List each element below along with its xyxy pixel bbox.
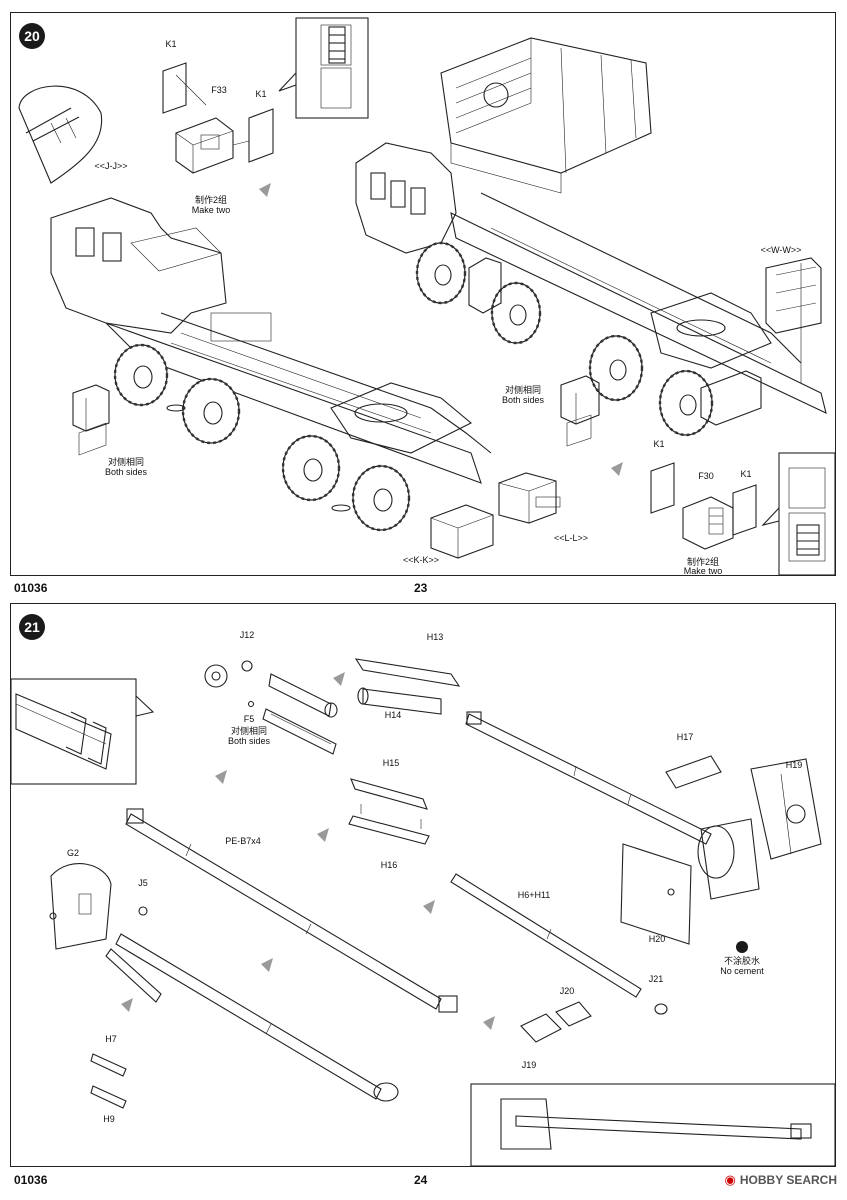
no-cement-en: No cement bbox=[720, 966, 764, 976]
page-code: 01036 bbox=[14, 1173, 48, 1187]
step-number-badge: 21 bbox=[19, 614, 45, 640]
part-label-j19: J19 bbox=[521, 1060, 537, 1070]
step-20-panel: 20 K1 F33 K1 制作2组 Make two <<J-J>> 对侧相同 … bbox=[10, 12, 836, 576]
both-sides-en: Both sides bbox=[104, 467, 148, 477]
page-number: 24 bbox=[414, 1173, 428, 1187]
both-sides-cn: 对侧相同 bbox=[107, 457, 145, 467]
step-21-illustration bbox=[11, 658, 835, 1166]
part-label-k1: K1 bbox=[165, 39, 177, 49]
both-sides-en: Both sides bbox=[227, 736, 271, 746]
both-sides-cn: 对侧相同 bbox=[230, 726, 268, 736]
part-label-j21: J21 bbox=[648, 974, 664, 984]
make-two-cn: 制作2组 bbox=[194, 195, 228, 205]
view-label-ll: <<L-L>> bbox=[553, 533, 589, 543]
part-label-h7: H7 bbox=[105, 1034, 117, 1044]
page-code: 01036 bbox=[14, 581, 48, 595]
part-label-h16: H16 bbox=[380, 860, 398, 870]
part-label-h20: H20 bbox=[648, 934, 666, 944]
part-label-h15: H15 bbox=[382, 758, 400, 768]
part-label-k1: K1 bbox=[740, 469, 752, 479]
view-label-ww: <<W-W>> bbox=[760, 245, 802, 255]
part-label-g2: G2 bbox=[66, 848, 80, 858]
both-sides-cn: 对侧相同 bbox=[504, 385, 542, 395]
make-two-cn: 制作2组 bbox=[686, 557, 720, 567]
part-label-h17: H17 bbox=[676, 732, 694, 742]
part-label-j5: J5 bbox=[138, 878, 148, 888]
step-20-illustration bbox=[18, 17, 835, 575]
part-label-h9: H9 bbox=[103, 1114, 115, 1124]
part-label-f5: F5 bbox=[243, 714, 255, 724]
step-21-panel: 21 J12 F5 对侧相同 Both sides H13 H14 H15 H1… bbox=[10, 603, 836, 1167]
part-label-f30: F30 bbox=[698, 471, 714, 481]
part-label-k1: K1 bbox=[255, 89, 267, 99]
part-label-j20: J20 bbox=[559, 986, 575, 996]
view-label-jj: <<J-J>> bbox=[94, 161, 128, 171]
part-label-j12: J12 bbox=[239, 630, 255, 640]
watermark-text: HOBBY SEARCH bbox=[739, 1173, 837, 1187]
part-label-pe-b7: PE-B7x4 bbox=[225, 836, 261, 846]
part-label-h19: H19 bbox=[785, 760, 803, 770]
part-label-h6-h11: H6+H11 bbox=[517, 890, 551, 900]
part-label-h14: H14 bbox=[384, 710, 402, 720]
step-number-badge: 20 bbox=[19, 23, 45, 49]
page-number: 23 bbox=[414, 581, 428, 595]
part-label-h13: H13 bbox=[426, 632, 444, 642]
make-two-en: Make two bbox=[683, 566, 723, 576]
part-label-f33: F33 bbox=[211, 85, 227, 95]
part-label-k1: K1 bbox=[653, 439, 665, 449]
hobby-search-logo-icon: ◉ bbox=[724, 1172, 736, 1187]
make-two-en: Make two bbox=[191, 205, 231, 215]
both-sides-en: Both sides bbox=[501, 395, 545, 405]
no-cement-cn: 不涂胶水 bbox=[723, 956, 761, 966]
view-label-kk: <<K-K>> bbox=[402, 555, 440, 565]
watermark: ◉ HOBBY SEARCH bbox=[725, 1172, 837, 1188]
